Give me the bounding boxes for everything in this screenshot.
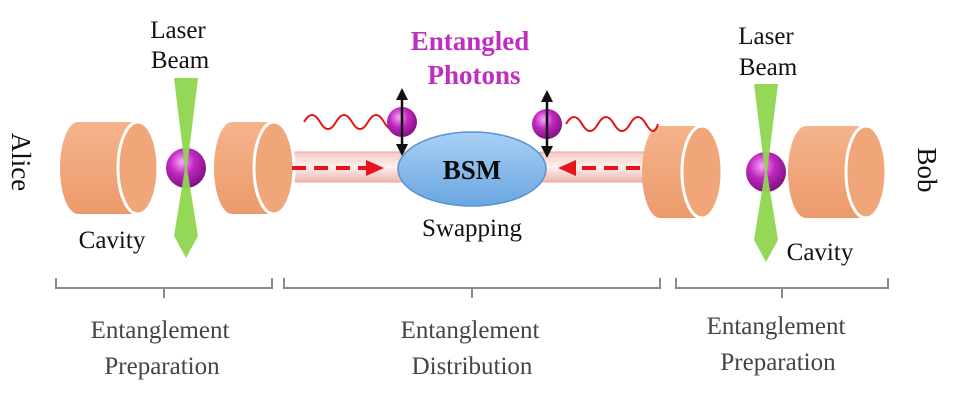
- bsm-label: BSM: [443, 155, 502, 185]
- prep-left-line1: Entanglement: [91, 317, 230, 344]
- mirror-right-outer: [788, 124, 888, 220]
- dist-line2: Distribution: [412, 353, 533, 380]
- arrow-left-to-bsm: [292, 160, 384, 176]
- laser-label-right-line1: Laser: [738, 23, 794, 50]
- laser-beam-right: [754, 84, 778, 262]
- photons-title-line2: Photons: [427, 60, 520, 90]
- polarization-arrow-right: [541, 90, 553, 158]
- mirror-right-inner: [642, 124, 724, 220]
- bracket-distribution: [283, 278, 661, 298]
- polarization-arrow-left: [396, 88, 408, 156]
- mirror-left-outer: [60, 120, 160, 216]
- photon-wave-left: [303, 114, 399, 130]
- bsm-node: [397, 131, 547, 207]
- mirror-left-inner: [214, 120, 296, 216]
- dist-line1: Entanglement: [401, 317, 540, 344]
- swapping-label: Swapping: [422, 215, 523, 242]
- prep-left-line2: Preparation: [104, 353, 220, 380]
- prep-right-line2: Preparation: [720, 349, 836, 376]
- bracket-preparation-left: [55, 278, 273, 298]
- cavity-label-right: Cavity: [787, 239, 854, 266]
- cavity-label-left: Cavity: [79, 227, 146, 254]
- bracket-preparation-right: [675, 278, 889, 298]
- photon-wave-right: [565, 116, 659, 132]
- photons-title-line1: Entangled: [411, 26, 530, 56]
- bob-label: Bob: [912, 147, 942, 192]
- laser-label-left-line2: Beam: [151, 47, 210, 74]
- laser-label-left-line1: Laser: [150, 17, 206, 44]
- arrow-right-to-bsm: [558, 160, 640, 176]
- prep-right-line1: Entanglement: [707, 313, 846, 340]
- alice-label: Alice: [6, 133, 36, 191]
- laser-label-right-line2: Beam: [739, 54, 798, 81]
- laser-beam-left: [174, 78, 198, 258]
